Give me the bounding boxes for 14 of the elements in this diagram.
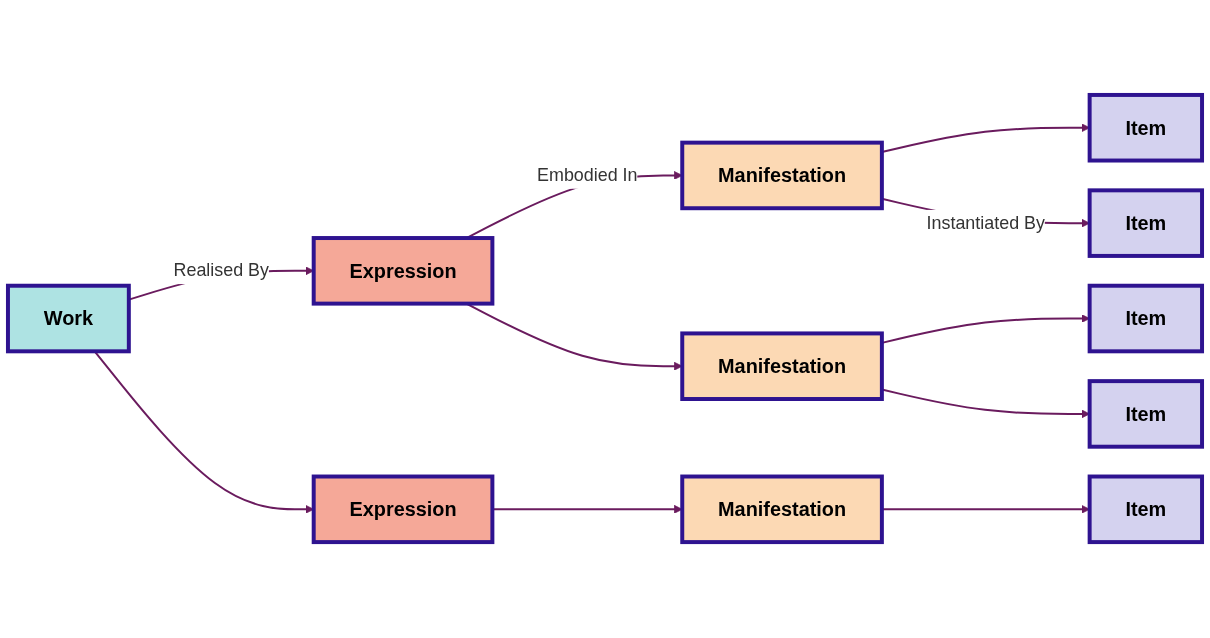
- node-box: Item: [1087, 379, 1205, 450]
- node-box: Manifestation: [680, 475, 884, 545]
- node-box: Manifestation: [680, 331, 884, 402]
- node-box: Item: [1087, 188, 1205, 259]
- node-box: Item: [1087, 93, 1205, 163]
- edge-label: Instantiated By: [926, 213, 1045, 234]
- node-box: Manifestation: [680, 141, 884, 211]
- node-box: Expression: [311, 475, 495, 545]
- node-box: Expression: [311, 236, 495, 307]
- edge-label: Embodied In: [537, 165, 638, 186]
- edge-label: Realised By: [173, 260, 269, 281]
- node-box: Item: [1087, 475, 1205, 545]
- node-box: Item: [1087, 284, 1205, 354]
- node-box: Work: [5, 284, 131, 354]
